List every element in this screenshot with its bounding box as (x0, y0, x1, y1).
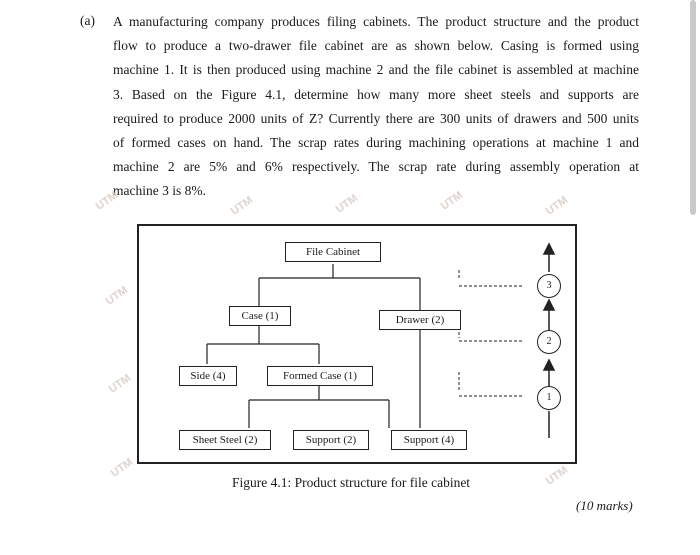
machine-3-circle: 3 (537, 274, 561, 298)
marks-label: (10 marks) (576, 498, 633, 513)
question-label: (a) (80, 13, 95, 28)
question-line: machine 2 are 5% and 6% respectively. Th… (113, 159, 639, 175)
node-support-2: Support (2) (293, 430, 369, 450)
question-line: machine 3 is 8%. (113, 183, 206, 199)
question-line: flow to produce a two-drawer file cabine… (113, 38, 639, 54)
node-formed-case: Formed Case (1) (267, 366, 373, 386)
utm-watermark-logo: UTM (103, 284, 131, 308)
question-line: required to produce 2000 units of Z? Cur… (113, 110, 639, 126)
utm-watermark-logo: UTM (543, 464, 571, 488)
utm-watermark-logo: UTM (108, 456, 136, 480)
machine-2-circle: 2 (537, 330, 561, 354)
machine-1-circle: 1 (537, 386, 561, 410)
node-support-4: Support (4) (391, 430, 467, 450)
question-text: A manufacturing company produces filing … (113, 10, 639, 204)
node-side: Side (4) (179, 366, 237, 386)
node-sheet-steel: Sheet Steel (2) (179, 430, 271, 450)
question-line: A manufacturing company produces filing … (113, 14, 639, 29)
node-file-cabinet: File Cabinet (285, 242, 381, 262)
utm-watermark-logo: UTM (106, 372, 134, 396)
figure-caption: Figure 4.1: Product structure for file c… (232, 475, 471, 490)
figure-frame: File Cabinet Case (1) Drawer (2) Side (4… (137, 224, 577, 464)
tree-connectors (206, 242, 556, 438)
question-line: 3. Based on the Figure 4.1, determine ho… (113, 86, 639, 102)
utm-watermark-logo: UTM (93, 189, 121, 213)
question-line: of formed cases on hand. The scrap rates… (113, 135, 639, 151)
node-case: Case (1) (229, 306, 291, 326)
scrollbar[interactable] (690, 0, 696, 215)
question-line: machine 1. It is then produced using mac… (113, 62, 639, 78)
node-drawer: Drawer (2) (379, 310, 461, 330)
